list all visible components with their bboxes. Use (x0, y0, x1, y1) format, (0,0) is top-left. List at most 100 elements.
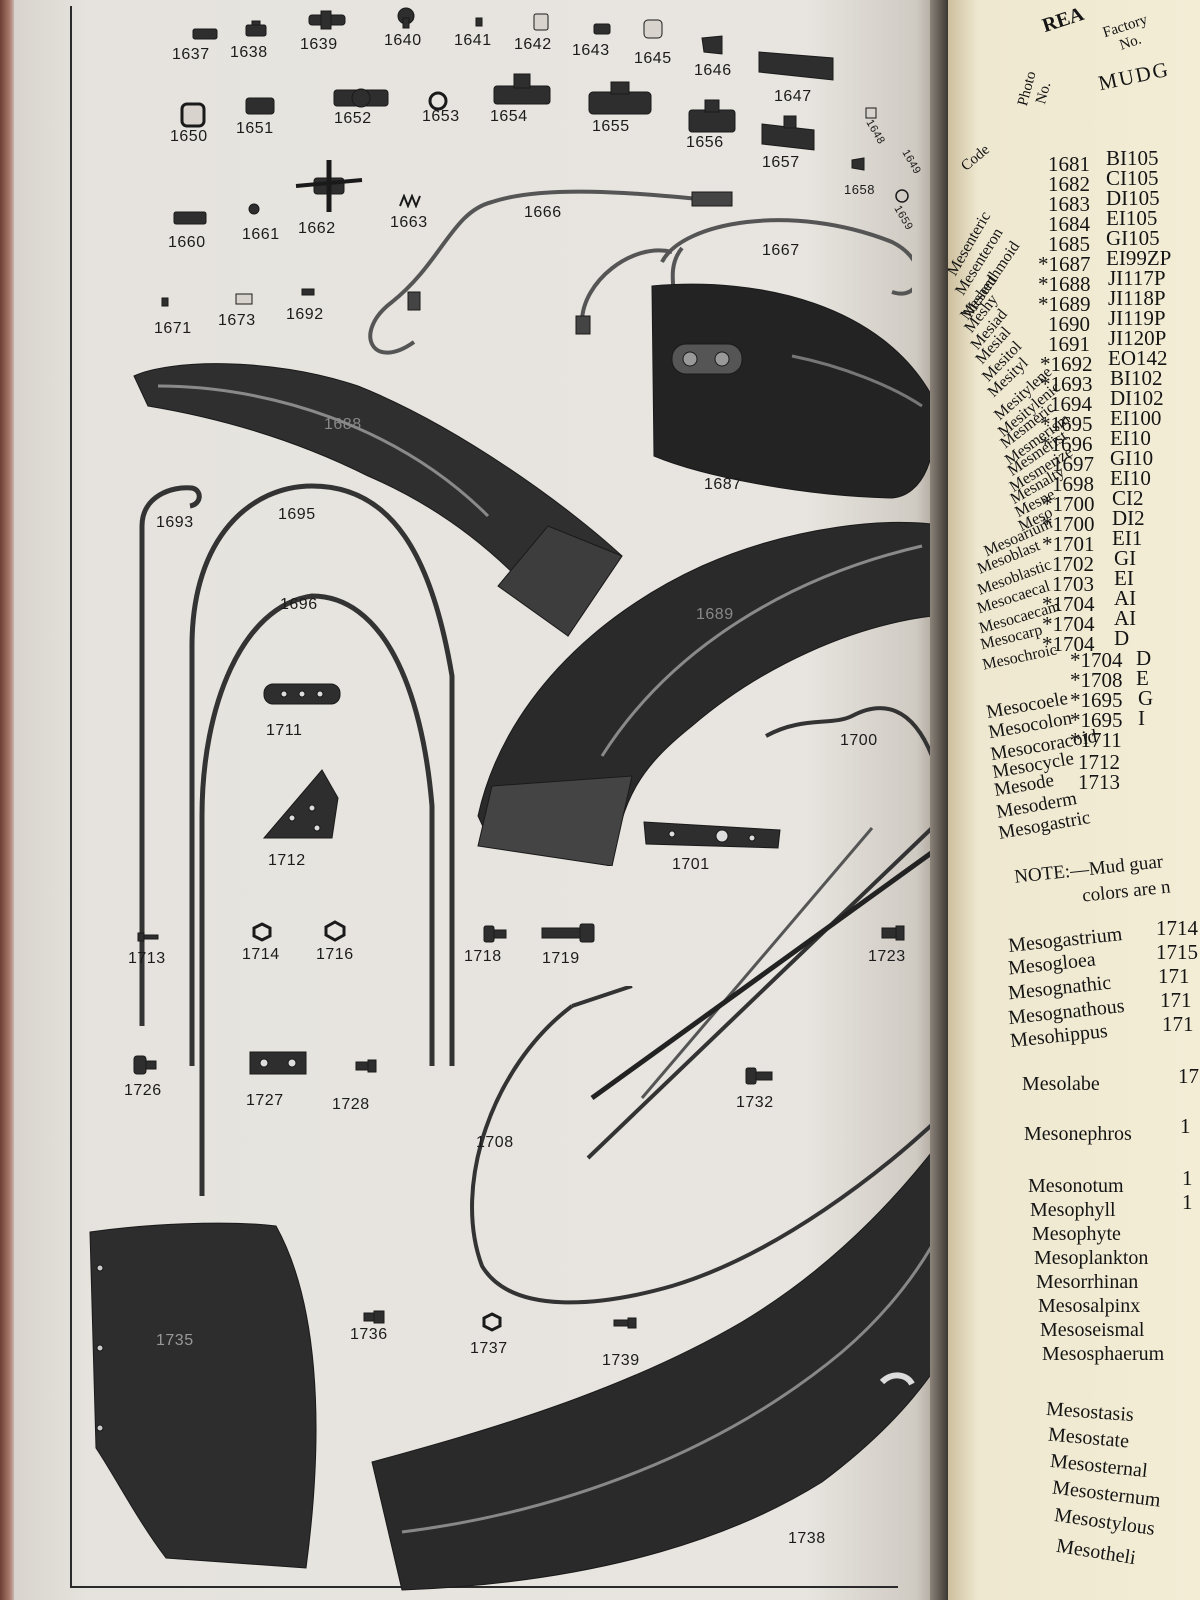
label-1637: 1637 (172, 46, 210, 63)
label-1726: 1726 (124, 1082, 162, 1099)
photo-c-0: 1714 (1156, 916, 1198, 940)
factory-a-11: BI102 (1110, 366, 1163, 390)
label-1688: 1688 (324, 416, 362, 433)
label-1673: 1673 (218, 312, 256, 329)
part-1646-icon (701, 35, 723, 55)
photo-b-0: *1704 (1070, 648, 1123, 672)
photo-a-20: 1702 (1052, 552, 1094, 576)
label-1695: 1695 (278, 506, 316, 523)
factory-a-18: DI2 (1112, 506, 1145, 530)
part-1648-icon (865, 107, 877, 119)
part-1692-icon (301, 288, 315, 296)
label-1641: 1641 (454, 32, 492, 49)
label-1648: 1648 (863, 117, 888, 147)
part-1662-icon (295, 160, 363, 212)
photo-a-1: 1682 (1048, 172, 1090, 196)
bolt-1739-icon (613, 1317, 637, 1329)
photo-b-2: *1695 (1070, 688, 1123, 712)
part-1637-icon (192, 28, 218, 40)
nut-1714-icon (252, 922, 272, 942)
bolt-1736-icon (363, 1310, 385, 1324)
factory-a-23: AI (1114, 606, 1137, 630)
label-1640: 1640 (384, 32, 422, 49)
part-1645-icon (643, 19, 663, 39)
label-1652: 1652 (334, 110, 372, 127)
photo-a-22: *1704 (1042, 592, 1095, 616)
photo-a-16: 1698 (1052, 472, 1094, 496)
code-index-page: REA Factory No. Photo No. MUDG Code Mese… (948, 0, 1200, 1600)
photo-a-10: *1692 (1040, 352, 1093, 376)
part-1657-icon (761, 115, 815, 151)
part-1655-icon (588, 81, 652, 115)
word-tail-2: Mesorrhinan (1036, 1271, 1139, 1293)
label-1649: 1649 (899, 147, 924, 177)
photo-a-0: 1681 (1048, 152, 1090, 176)
part-1659-icon (895, 189, 909, 203)
part-1638-icon (245, 20, 267, 37)
label-1692: 1692 (286, 306, 324, 323)
factory-b-3: I (1138, 706, 1145, 730)
stay-1696-icon (199, 593, 435, 1196)
photo-a-13: *1695 (1040, 412, 1093, 436)
label-1653: 1653 (422, 108, 460, 125)
wire-loop-1708-icon (470, 986, 944, 1305)
factory-a-21: EI (1114, 566, 1134, 590)
rod-1704-icon (586, 826, 944, 1160)
label-1666: 1666 (524, 204, 562, 221)
part-1647-icon (758, 51, 834, 81)
bolt-1719-icon (541, 923, 595, 943)
label-1689: 1689 (696, 606, 734, 623)
bolt-1718-icon (483, 925, 507, 943)
photo-a-15: 1697 (1052, 452, 1094, 476)
factory-a-22: AI (1114, 586, 1137, 610)
label-1687: 1687 (704, 476, 742, 493)
part-1660-icon (173, 211, 207, 225)
label-1696: 1696 (280, 596, 318, 613)
bolt-1713-icon (137, 932, 159, 942)
part-1639-icon (308, 10, 346, 30)
factory-a-2: DI105 (1106, 186, 1160, 210)
label-1642: 1642 (514, 36, 552, 53)
part-1671-icon (161, 297, 169, 307)
label-1727: 1727 (246, 1092, 284, 1109)
label-1714: 1714 (242, 946, 280, 963)
label-1712: 1712 (268, 852, 306, 869)
factory-a-12: DI102 (1110, 386, 1164, 410)
factory-a-9: JI120P (1108, 326, 1167, 350)
label-1735: 1735 (156, 1332, 194, 1349)
part-1652-icon (333, 88, 389, 108)
factory-a-24: D (1114, 626, 1130, 650)
parts-plate-frame: 1637 1638 1639 1640 1641 1642 1643 1645 … (70, 6, 944, 1591)
photo-c-2: 171 (1158, 964, 1190, 988)
label-1736: 1736 (350, 1326, 388, 1343)
photo-a-8: 1690 (1048, 312, 1090, 336)
word-tail-10: Mesostylous (1052, 1504, 1157, 1540)
label-1732: 1732 (736, 1094, 774, 1111)
photo-a-2: 1683 (1048, 192, 1090, 216)
word-tail-11: Mesotheli (1054, 1534, 1138, 1570)
label-1708: 1708 (476, 1134, 514, 1151)
factory-b-2: G (1138, 686, 1154, 710)
bracket-1712-icon (262, 769, 339, 839)
label-1660: 1660 (168, 234, 206, 251)
label-1651: 1651 (236, 120, 274, 137)
photo-a-7: *1689 (1038, 292, 1091, 316)
label-1657: 1657 (762, 154, 800, 171)
bolt-1728-icon (355, 1059, 377, 1073)
label-1711: 1711 (266, 722, 303, 739)
part-1653-icon (428, 91, 448, 111)
part-1654-icon (493, 73, 551, 105)
photo-a-4: 1685 (1048, 232, 1090, 256)
photo-a-21: 1703 (1052, 572, 1094, 596)
label-1693: 1693 (156, 514, 194, 531)
factory-a-4: GI105 (1106, 226, 1160, 250)
label-1638: 1638 (230, 44, 268, 61)
photo-a-23: *1704 (1042, 612, 1095, 636)
label-1663: 1663 (390, 214, 428, 231)
fender-1738-icon (371, 1135, 944, 1591)
photo-d-1: 1 (1180, 1114, 1191, 1138)
factory-a-16: EI10 (1110, 466, 1151, 490)
word-tail-5: Mesosphaerum (1042, 1343, 1165, 1365)
code-d-0: Mesolabe (1022, 1073, 1100, 1095)
part-1651-icon (245, 97, 275, 115)
